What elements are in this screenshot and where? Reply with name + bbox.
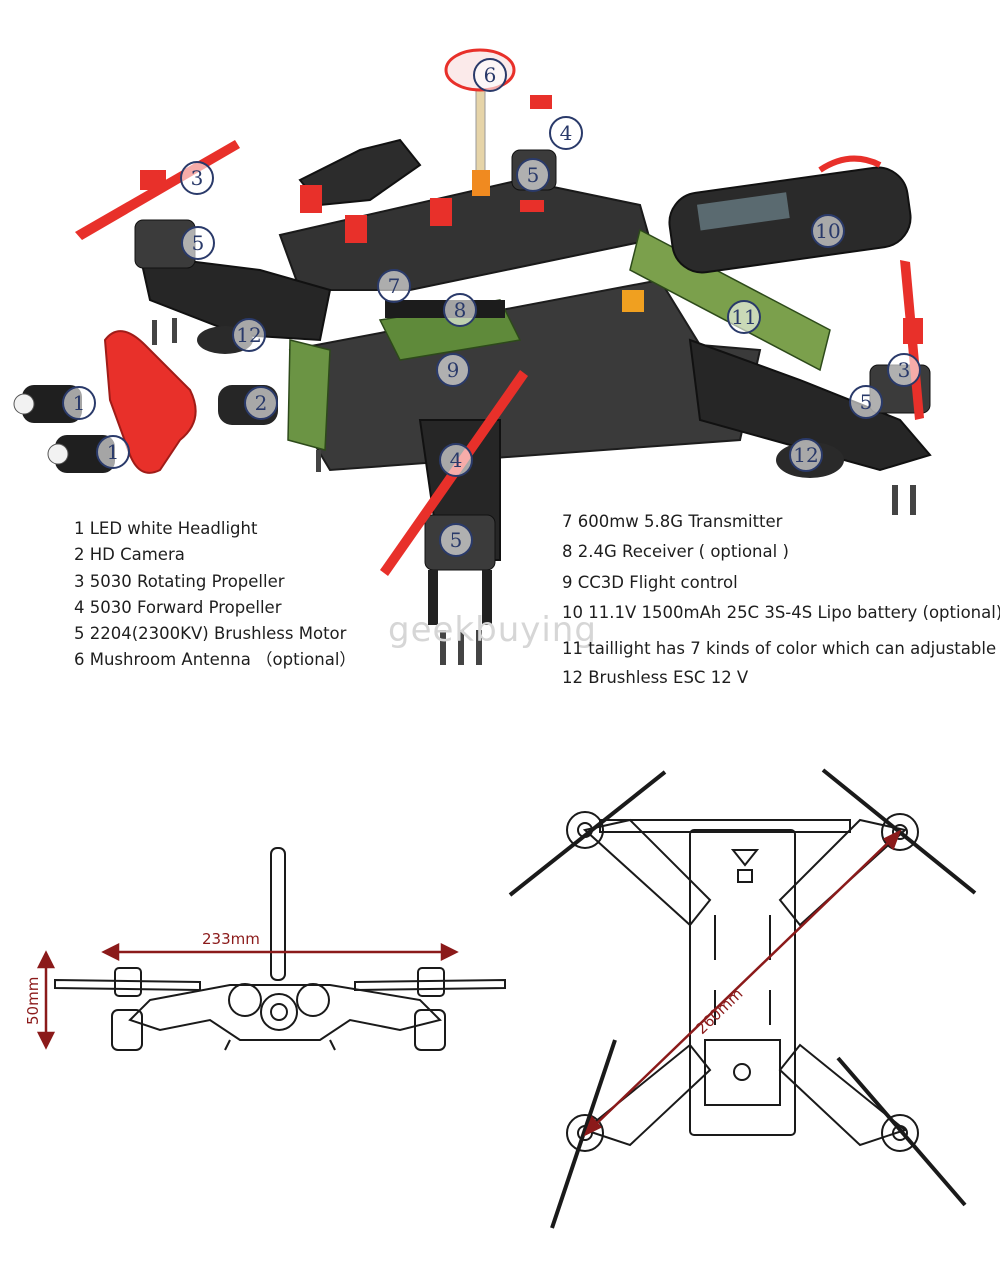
callout-number: 8 (454, 298, 467, 322)
callout-marker (516, 158, 550, 192)
callout-number: 9 (447, 358, 460, 382)
callout-number: 12 (236, 323, 261, 347)
prop-nut (140, 170, 166, 190)
callout-number: 11 (731, 305, 756, 329)
callout-marker (96, 435, 130, 469)
xt60-connector (622, 290, 644, 312)
callout-number: 5 (527, 163, 540, 187)
legend-item: 7 600mw 5.8G Transmitter (562, 512, 783, 531)
legend-item: 10 11.1V 1500mAh 25C 3S-4S Lipo battery … (562, 603, 1000, 622)
callout-marker (62, 386, 96, 420)
legend-item: 5 2204(2300KV) Brushless Motor (74, 624, 347, 643)
landing-gear (482, 570, 492, 625)
callout-number: 2 (255, 391, 268, 415)
prop-nut (530, 95, 552, 109)
callout-number: 5 (450, 528, 463, 552)
callout-number: 1 (107, 440, 120, 464)
red-standoff (430, 198, 452, 226)
callout-marker (727, 300, 761, 334)
left-arm (138, 253, 332, 342)
taillight-board (629, 228, 831, 372)
landing-gear (428, 570, 438, 625)
legend-item: 1 LED white Headlight (74, 519, 258, 538)
callout-number: 7 (388, 274, 401, 298)
legend-item: 4 5030 Forward Propeller (74, 598, 282, 617)
callouts (62, 58, 921, 557)
callout-marker (377, 269, 411, 303)
callout-number: 1 (73, 391, 86, 415)
callout-number: 10 (815, 219, 840, 243)
right-arm (688, 338, 932, 472)
callout-marker (439, 443, 473, 477)
callout-marker (549, 116, 583, 150)
screws (152, 318, 916, 665)
red-standoff (345, 215, 367, 243)
callout-marker (443, 293, 477, 327)
callout-marker (180, 161, 214, 195)
callout-marker (849, 385, 883, 419)
callout-marker (811, 214, 845, 248)
legend-item: 12 Brushless ESC 12 V (562, 668, 749, 687)
battery-label (696, 192, 790, 231)
legend-item: 6 Mushroom Antenna （optional） (74, 650, 356, 669)
callout-marker (887, 353, 921, 387)
callout-numbers: 1 1 2 3 3 4 4 5 5 5 5 6 7 8 9 10 11 12 1… (73, 63, 911, 552)
watermark: geekbuying (388, 610, 597, 650)
lipo-battery (668, 166, 912, 274)
legend-item: 11 taillight has 7 kinds of color which … (562, 639, 997, 658)
callout-marker (244, 386, 278, 420)
callout-number: 4 (560, 121, 573, 145)
antenna-connector (472, 170, 490, 196)
callout-number: 12 (793, 443, 818, 467)
callout-number: 4 (450, 448, 463, 472)
prop-nut (903, 318, 923, 344)
legend-item: 8 2.4G Receiver ( optional ) (562, 542, 789, 561)
red-standoff (300, 185, 322, 213)
callout-number: 3 (191, 166, 204, 190)
callout-number: 3 (898, 358, 911, 382)
front-light-board (287, 339, 331, 451)
callout-number: 5 (192, 231, 205, 255)
callout-marker (232, 318, 266, 352)
legend-item: 2 HD Camera (74, 545, 185, 564)
callout-number: 5 (860, 390, 873, 414)
callout-marker (789, 438, 823, 472)
red-standoff (520, 200, 544, 212)
callout-number: 6 (484, 63, 497, 87)
callout-marker (473, 58, 507, 92)
callout-marker (436, 353, 470, 387)
battery-lead (818, 155, 882, 173)
callout-marker (439, 523, 473, 557)
camera-mount-plate (103, 330, 197, 474)
callout-marker (181, 226, 215, 260)
legend-item: 3 5030 Rotating Propeller (74, 572, 285, 591)
legend-item: 9 CC3D Flight control (562, 573, 738, 592)
